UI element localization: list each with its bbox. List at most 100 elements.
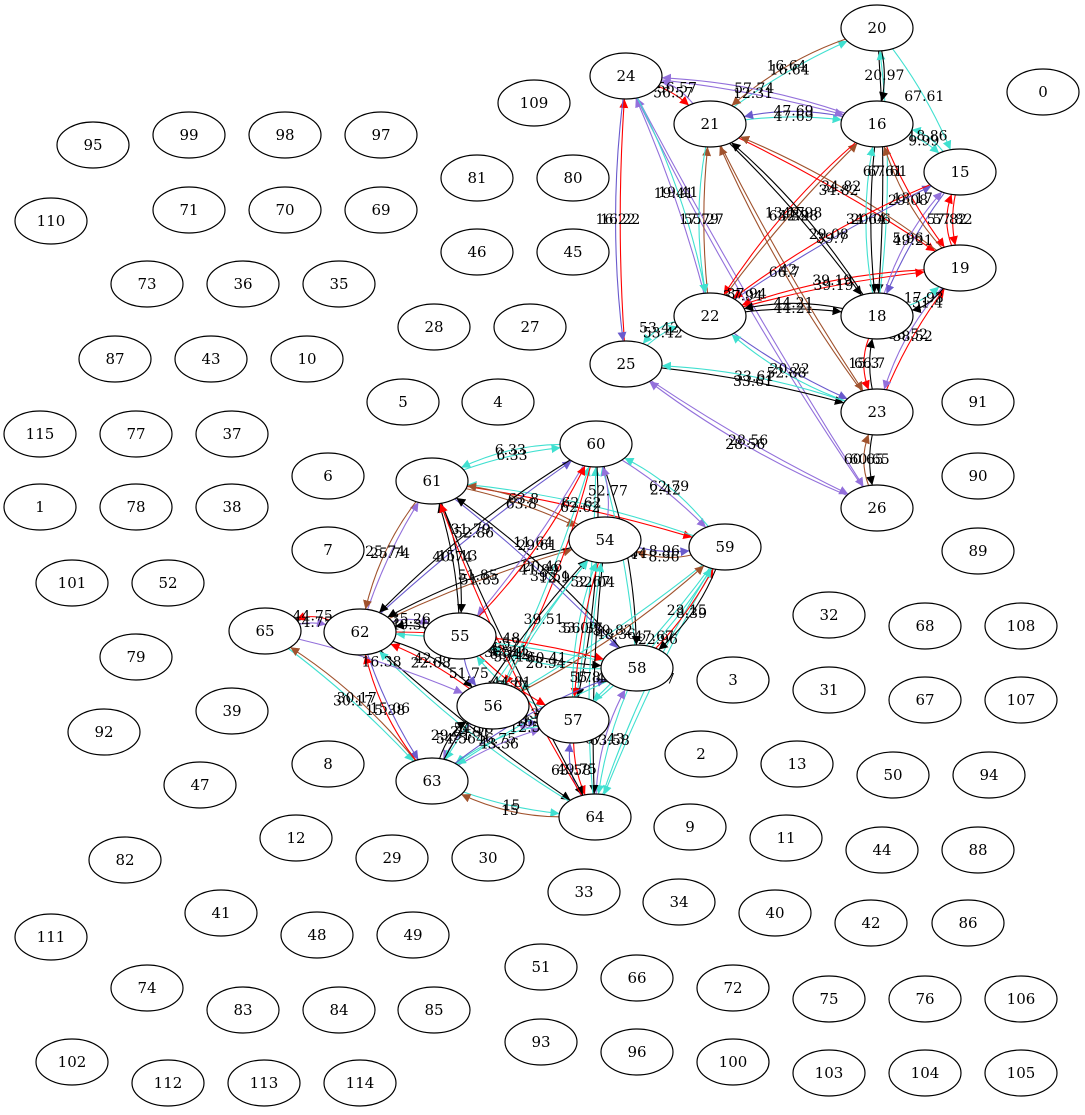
node-61[interactable]: 61 bbox=[395, 457, 469, 505]
node-49[interactable]: 49 bbox=[376, 911, 450, 959]
node-72[interactable]: 72 bbox=[696, 964, 770, 1012]
node-106[interactable]: 106 bbox=[984, 975, 1058, 1023]
node-35[interactable]: 35 bbox=[302, 260, 376, 308]
node-4[interactable]: 4 bbox=[461, 378, 535, 426]
node-109[interactable]: 109 bbox=[497, 79, 571, 127]
node-112[interactable]: 112 bbox=[131, 1059, 205, 1107]
node-100[interactable]: 100 bbox=[696, 1038, 770, 1086]
node-105[interactable]: 105 bbox=[984, 1049, 1058, 1097]
node-86[interactable]: 86 bbox=[931, 899, 1005, 947]
node-66[interactable]: 66 bbox=[600, 954, 674, 1002]
node-90[interactable]: 90 bbox=[941, 452, 1015, 500]
node-82[interactable]: 82 bbox=[88, 836, 162, 884]
node-10[interactable]: 10 bbox=[270, 335, 344, 383]
node-55[interactable]: 55 bbox=[423, 612, 497, 660]
node-103[interactable]: 103 bbox=[792, 1049, 866, 1097]
node-56[interactable]: 56 bbox=[456, 682, 530, 730]
node-31[interactable]: 31 bbox=[792, 666, 866, 714]
node-63[interactable]: 63 bbox=[395, 757, 469, 805]
node-52[interactable]: 52 bbox=[131, 559, 205, 607]
node-7[interactable]: 7 bbox=[291, 526, 365, 574]
node-95[interactable]: 95 bbox=[56, 121, 130, 169]
node-74[interactable]: 74 bbox=[110, 964, 184, 1012]
node-8[interactable]: 8 bbox=[291, 740, 365, 788]
node-59[interactable]: 59 bbox=[688, 523, 762, 571]
node-83[interactable]: 83 bbox=[206, 986, 280, 1034]
node-98[interactable]: 98 bbox=[248, 111, 322, 159]
node-110[interactable]: 110 bbox=[14, 197, 88, 245]
node-93[interactable]: 93 bbox=[504, 1018, 578, 1066]
node-85[interactable]: 85 bbox=[397, 986, 471, 1034]
node-12[interactable]: 12 bbox=[259, 814, 333, 862]
node-20[interactable]: 20 bbox=[840, 4, 914, 52]
node-1[interactable]: 1 bbox=[3, 483, 77, 531]
node-28[interactable]: 28 bbox=[397, 303, 471, 351]
node-34[interactable]: 34 bbox=[642, 878, 716, 926]
node-6[interactable]: 6 bbox=[291, 452, 365, 500]
node-32[interactable]: 32 bbox=[792, 591, 866, 639]
node-58[interactable]: 58 bbox=[600, 644, 674, 692]
node-65[interactable]: 65 bbox=[228, 607, 302, 655]
node-78[interactable]: 78 bbox=[99, 483, 173, 531]
node-81[interactable]: 81 bbox=[440, 154, 514, 202]
node-107[interactable]: 107 bbox=[984, 676, 1058, 724]
node-44[interactable]: 44 bbox=[845, 826, 919, 874]
node-96[interactable]: 96 bbox=[600, 1028, 674, 1076]
node-45[interactable]: 45 bbox=[536, 228, 610, 276]
node-68[interactable]: 68 bbox=[888, 602, 962, 650]
node-88[interactable]: 88 bbox=[941, 826, 1015, 874]
node-64[interactable]: 64 bbox=[558, 793, 632, 841]
node-77[interactable]: 77 bbox=[99, 410, 173, 458]
node-46[interactable]: 46 bbox=[440, 228, 514, 276]
node-43[interactable]: 43 bbox=[174, 335, 248, 383]
node-40[interactable]: 40 bbox=[738, 889, 812, 937]
node-108[interactable]: 108 bbox=[984, 602, 1058, 650]
node-41[interactable]: 41 bbox=[184, 889, 258, 937]
node-25[interactable]: 25 bbox=[589, 340, 663, 388]
node-38[interactable]: 38 bbox=[195, 483, 269, 531]
node-50[interactable]: 50 bbox=[856, 751, 930, 799]
node-2[interactable]: 2 bbox=[664, 730, 738, 778]
node-94[interactable]: 94 bbox=[952, 751, 1026, 799]
node-42[interactable]: 42 bbox=[834, 899, 908, 947]
node-91[interactable]: 91 bbox=[941, 378, 1015, 426]
node-87[interactable]: 87 bbox=[78, 335, 152, 383]
node-92[interactable]: 92 bbox=[67, 708, 141, 756]
node-89[interactable]: 89 bbox=[941, 527, 1015, 575]
node-51[interactable]: 51 bbox=[504, 943, 578, 991]
node-47[interactable]: 47 bbox=[163, 761, 237, 809]
node-9[interactable]: 9 bbox=[653, 803, 727, 851]
node-36[interactable]: 36 bbox=[206, 260, 280, 308]
node-71[interactable]: 71 bbox=[152, 186, 226, 234]
node-73[interactable]: 73 bbox=[110, 260, 184, 308]
node-29[interactable]: 29 bbox=[355, 834, 429, 882]
node-75[interactable]: 75 bbox=[792, 975, 866, 1023]
node-37[interactable]: 37 bbox=[195, 410, 269, 458]
node-11[interactable]: 11 bbox=[749, 814, 823, 862]
node-18[interactable]: 18 bbox=[840, 292, 914, 340]
node-101[interactable]: 101 bbox=[35, 559, 109, 607]
node-23[interactable]: 23 bbox=[840, 388, 914, 436]
node-33[interactable]: 33 bbox=[547, 868, 621, 916]
node-26[interactable]: 26 bbox=[840, 484, 914, 532]
node-62[interactable]: 62 bbox=[323, 608, 397, 656]
node-3[interactable]: 3 bbox=[696, 656, 770, 704]
node-5[interactable]: 5 bbox=[366, 378, 440, 426]
node-39[interactable]: 39 bbox=[195, 687, 269, 735]
node-102[interactable]: 102 bbox=[35, 1038, 109, 1086]
node-80[interactable]: 80 bbox=[536, 154, 610, 202]
node-69[interactable]: 69 bbox=[344, 186, 418, 234]
node-113[interactable]: 113 bbox=[227, 1059, 301, 1107]
node-115[interactable]: 115 bbox=[3, 410, 77, 458]
node-24[interactable]: 24 bbox=[589, 52, 663, 100]
node-19[interactable]: 19 bbox=[923, 244, 997, 292]
node-97[interactable]: 97 bbox=[344, 111, 418, 159]
node-48[interactable]: 48 bbox=[280, 911, 354, 959]
node-13[interactable]: 13 bbox=[760, 740, 834, 788]
node-54[interactable]: 54 bbox=[568, 516, 642, 564]
node-57[interactable]: 57 bbox=[536, 696, 610, 744]
node-67[interactable]: 67 bbox=[888, 676, 962, 724]
node-99[interactable]: 99 bbox=[152, 111, 226, 159]
node-84[interactable]: 84 bbox=[302, 986, 376, 1034]
node-70[interactable]: 70 bbox=[248, 186, 322, 234]
